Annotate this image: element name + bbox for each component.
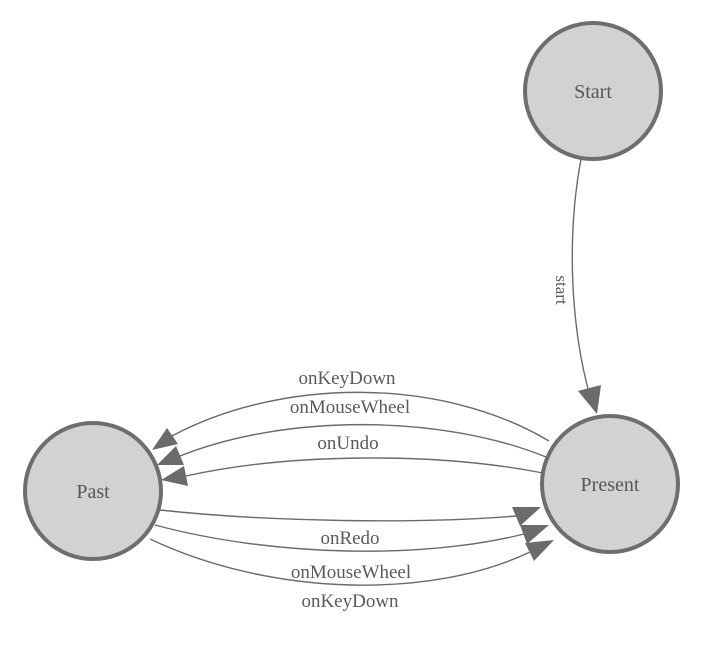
arrowhead-icon <box>161 466 188 486</box>
edge-label-start: start <box>552 275 571 305</box>
edge-present-to-past-onkeydown: onKeyDown <box>152 368 550 450</box>
node-present-label: Present <box>581 474 640 496</box>
edge-label-onundo: onUndo <box>317 433 378 454</box>
edge-line <box>149 538 531 586</box>
node-present[interactable]: Present <box>540 414 680 554</box>
edge-line <box>179 423 547 458</box>
node-start-circle[interactable] <box>523 21 663 161</box>
edge-line <box>171 391 550 442</box>
arrowhead-icon <box>512 507 541 526</box>
arrowhead-icon <box>157 446 184 465</box>
edge-present-to-past-onmousewheel: onMouseWheel <box>157 397 547 465</box>
edge-label-onmousewheel-top: onMouseWheel <box>290 397 410 418</box>
arrowhead-icon <box>578 385 601 414</box>
edge-line <box>159 509 517 522</box>
node-present-circle[interactable] <box>540 414 680 554</box>
arrowhead-icon <box>525 540 554 561</box>
node-start-label: Start <box>574 81 612 103</box>
edge-label-onredo: onRedo <box>320 528 379 549</box>
edge-present-to-past-onundo: onUndo <box>161 433 544 486</box>
node-start[interactable]: Start <box>523 21 663 161</box>
edge-label-onkeydown-top: onKeyDown <box>298 368 396 389</box>
edge-label-onkeydown-bottom: onKeyDown <box>301 591 399 612</box>
edge-past-to-present-onmousewheel: onMouseWheel <box>154 524 549 583</box>
node-past-circle[interactable] <box>23 421 163 561</box>
edge-line <box>185 457 544 477</box>
arrowhead-icon <box>520 525 549 544</box>
edge-start-to-present-line <box>571 158 592 401</box>
edge-start-to-present: start <box>552 158 601 414</box>
edge-past-to-present-onredo: onRedo <box>159 507 541 549</box>
node-past-label: Past <box>76 481 110 503</box>
edge-label-onmousewheel-bottom: onMouseWheel <box>291 562 411 583</box>
arrowhead-icon <box>152 428 178 450</box>
node-past[interactable]: Past <box>23 421 163 561</box>
edge-past-to-present-onkeydown: onKeyDown <box>149 538 554 612</box>
edge-line <box>154 524 525 552</box>
